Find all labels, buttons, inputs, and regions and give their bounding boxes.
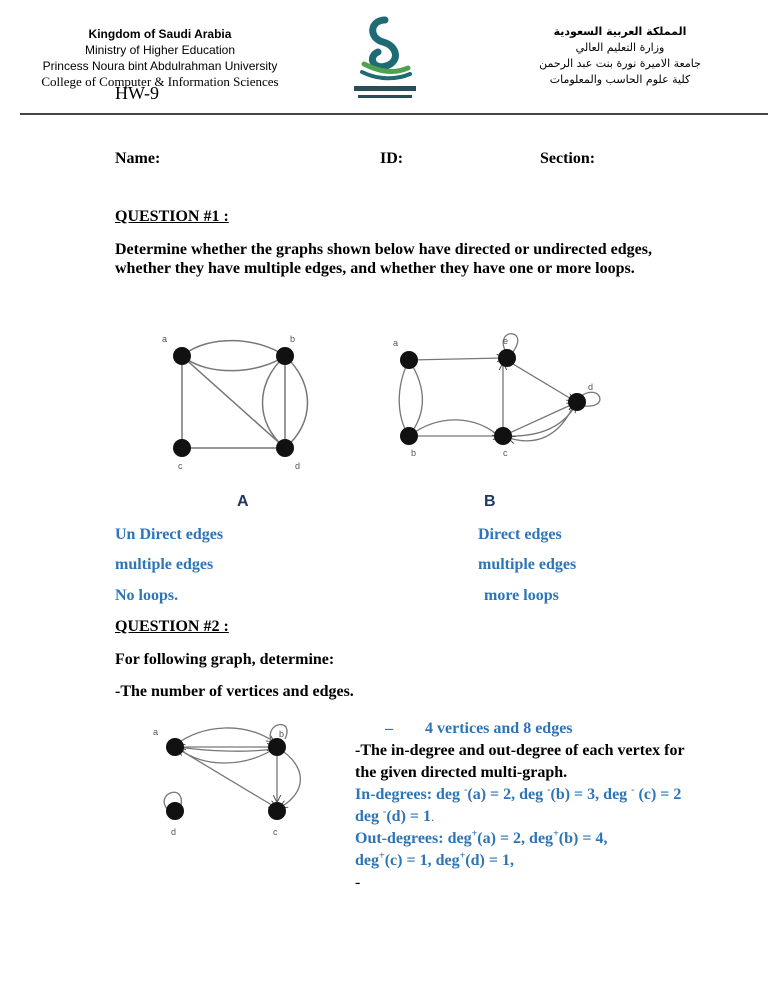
- graph-b-vertex-c: [494, 427, 512, 445]
- graph-b-label-c: c: [503, 448, 508, 458]
- header-university: Princess Noura bint Abdulrahman Universi…: [42, 59, 278, 73]
- graph-a-label-b: b: [290, 334, 295, 344]
- answer-a-3: No loops.: [115, 587, 179, 604]
- graph-b-vertex-d: [568, 393, 586, 411]
- answer-a-1: Un Direct edges: [115, 526, 224, 543]
- graph-b-label-e: e: [503, 336, 508, 346]
- graph-q2: a b d c: [153, 723, 302, 837]
- header-rule: [20, 113, 768, 115]
- graph-a-vertex-b: [276, 347, 294, 365]
- graph-b: a e d b c: [393, 333, 601, 458]
- hw-title: HW-9: [115, 83, 159, 103]
- header-left: Kingdom of Saudi Arabia Ministry of High…: [20, 26, 300, 90]
- graph-b-vertex-e: [498, 349, 516, 367]
- name-label: Name:: [115, 150, 161, 167]
- header-ministry: Ministry of Higher Education: [84, 43, 236, 57]
- graph-a-title: A: [237, 493, 249, 510]
- out-degrees: Out-degrees: deg+(a) = 2, deg+(b) = 4, d…: [355, 828, 608, 869]
- q1-text: Determine whether the graphs shown below…: [115, 241, 652, 277]
- in-degrees: In-degrees: deg -(a) = 2, deg -(b) = 3, …: [355, 784, 682, 825]
- header-country: Kingdom of Saudi Arabia: [88, 27, 232, 41]
- header-university-ar: جامعة الاميرة نورة بنت عبد الرحمن: [539, 57, 701, 70]
- header-ministry-ar: وزارة التعليم العالي: [575, 41, 665, 54]
- graph-a-vertex-c: [173, 439, 191, 457]
- section-label: Section:: [540, 150, 596, 167]
- q1-title: QUESTION #1 :: [115, 208, 229, 225]
- graph-q2-vertex-a: [166, 738, 184, 756]
- answer-a-2: multiple edges: [115, 556, 214, 573]
- q2-item2: -The in-degree and out-degree of each ve…: [355, 742, 685, 781]
- header-right: المملكة العربية السعودية وزارة التعليم ا…: [520, 24, 720, 88]
- graph-b-vertex-b: [400, 427, 418, 445]
- graph-a-label-c: c: [178, 461, 183, 471]
- graph-q2-vertex-b: [268, 738, 286, 756]
- graph-a-vertex-d: [276, 439, 294, 457]
- graph-a-label-d: d: [295, 461, 300, 471]
- q2-intro: For following graph, determine:: [115, 651, 335, 668]
- graph-q2-label-d: d: [171, 827, 176, 837]
- graph-a-vertex-a: [173, 347, 191, 365]
- answer-vertices-edges: – 4 vertices and 8 edges: [385, 720, 573, 737]
- graph-q2-vertex-d: [166, 802, 184, 820]
- university-logo: [354, 16, 416, 98]
- graph-a-label-a: a: [162, 334, 167, 344]
- graph-a: a b c d: [162, 334, 309, 471]
- answer-b-2: multiple edges: [478, 556, 577, 573]
- trailing-dash: -: [355, 874, 361, 891]
- q2-title: QUESTION #2 :: [115, 618, 229, 635]
- header-college-ar: كلية علوم الحاسب والمعلومات: [549, 73, 691, 86]
- answer-b-1: Direct edges: [478, 526, 562, 543]
- graph-b-title: B: [484, 493, 496, 510]
- graph-b-label-b: b: [411, 448, 416, 458]
- q2-answers: – 4 vertices and 8 edges -The in-degree …: [355, 718, 695, 894]
- answer-b-3: more loops: [484, 587, 559, 604]
- graph-b-label-d: d: [588, 382, 593, 392]
- graph-b-label-a: a: [393, 338, 398, 348]
- graph-b-vertex-a: [400, 351, 418, 369]
- header-college: College of Computer & Information Scienc…: [41, 74, 279, 89]
- graph-q2-vertex-c: [268, 802, 286, 820]
- graph-q2-label-a: a: [153, 727, 158, 737]
- graph-q2-label-b: b: [279, 729, 284, 739]
- id-label: ID:: [380, 150, 404, 167]
- graph-q2-label-c: c: [273, 827, 278, 837]
- header-country-ar: المملكة العربية السعودية: [553, 25, 687, 38]
- q2-item1: -The number of vertices and edges.: [115, 683, 354, 700]
